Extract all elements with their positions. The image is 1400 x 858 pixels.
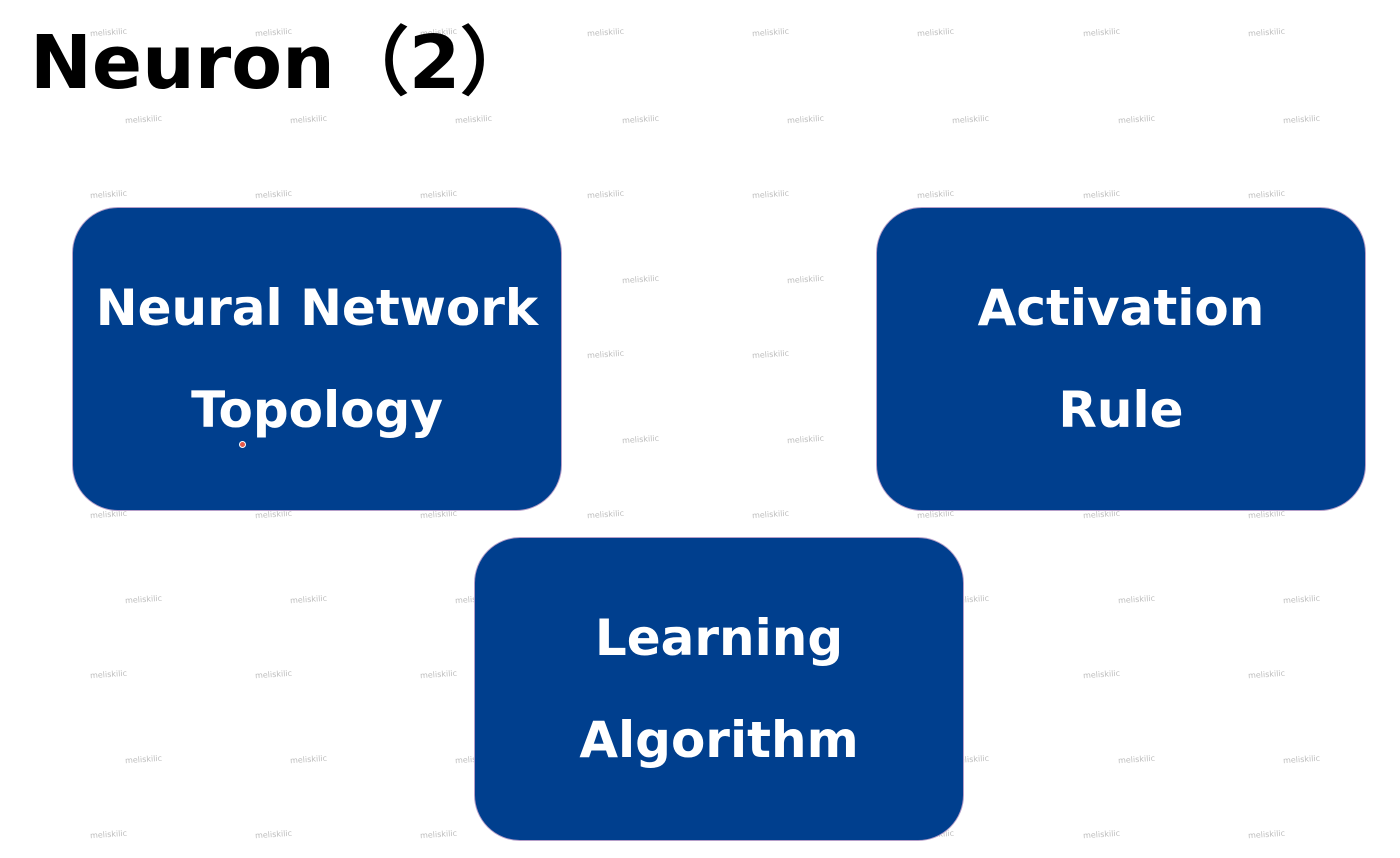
watermark-text: meliskilic [124,113,163,126]
watermark-text: meliskilic [289,753,328,766]
box-label-line-1: Activation [977,279,1265,337]
watermark-text: meliskilic [916,188,955,201]
box-label-line-2: Rule [1058,381,1184,439]
watermark-text: meliskilic [1117,593,1156,606]
watermark-text: meliskilic [254,188,293,201]
watermark-text: meliskilic [1247,828,1286,841]
watermark-text: meliskilic [419,188,458,201]
watermark-text: meliskilic [454,113,493,126]
slide-title: Neuron（2） [30,20,535,106]
watermark-text: meliskilic [586,26,625,39]
watermark-text: meliskilic [1082,188,1121,201]
laser-pointer-dot [239,441,246,448]
watermark-text: meliskilic [751,508,790,521]
watermark-text: meliskilic [1082,26,1121,39]
box-label-line-2: Topology [191,381,443,439]
watermark-text: meliskilic [1282,593,1321,606]
watermark-text: meliskilic [751,348,790,361]
watermark-text: meliskilic [289,113,328,126]
watermark-text: meliskilic [1082,828,1121,841]
watermark-text: meliskilic [621,433,660,446]
watermark-text: meliskilic [621,273,660,286]
watermark-text: meliskilic [419,828,458,841]
watermark-text: meliskilic [951,113,990,126]
watermark-text: meliskilic [786,433,825,446]
watermark-text: meliskilic [1247,668,1286,681]
watermark-text: meliskilic [289,593,328,606]
watermark-text: meliskilic [124,753,163,766]
watermark-text: meliskilic [419,668,458,681]
watermark-text: meliskilic [621,113,660,126]
watermark-text: meliskilic [89,188,128,201]
watermark-text: meliskilic [1247,26,1286,39]
box-label-line-1: Learning [594,609,844,667]
activation-rule-box: Activation Rule [876,207,1366,511]
watermark-text: meliskilic [1282,113,1321,126]
watermark-text: meliskilic [786,113,825,126]
learning-algorithm-box: Learning Algorithm [474,537,964,841]
box-label-line-2: Algorithm [579,711,859,769]
neural-network-topology-box: Neural Network Topology [72,207,562,511]
watermark-text: meliskilic [1082,668,1121,681]
watermark-text: meliskilic [124,593,163,606]
watermark-text: meliskilic [916,26,955,39]
watermark-text: meliskilic [254,668,293,681]
watermark-text: meliskilic [586,188,625,201]
watermark-text: meliskilic [586,348,625,361]
watermark-text: meliskilic [751,26,790,39]
watermark-text: meliskilic [89,828,128,841]
watermark-text: meliskilic [1117,753,1156,766]
watermark-text: meliskilic [1117,113,1156,126]
watermark-text: meliskilic [751,188,790,201]
watermark-text: meliskilic [1282,753,1321,766]
watermark-text: meliskilic [786,273,825,286]
watermark-text: meliskilic [586,508,625,521]
watermark-text: meliskilic [89,668,128,681]
watermark-text: meliskilic [1247,188,1286,201]
box-label-line-1: Neural Network [95,279,539,337]
watermark-text: meliskilic [254,828,293,841]
